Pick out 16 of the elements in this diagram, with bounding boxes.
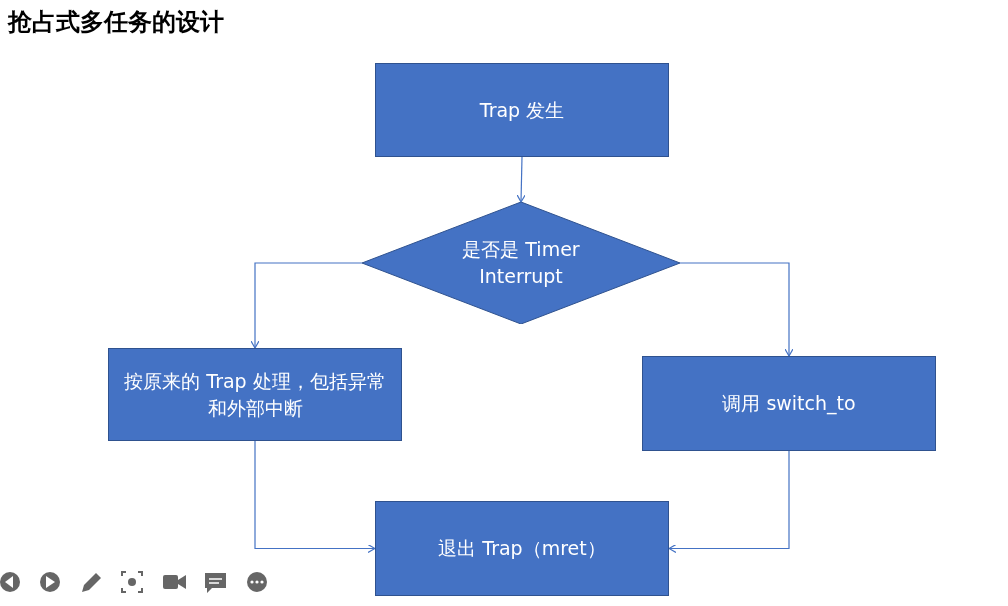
process-box (375, 63, 669, 157)
node-text: 按原来的 Trap 处理，包括异常和外部中断 (123, 368, 387, 421)
node-text: Trap 发生 (478, 97, 566, 123)
process-box (642, 356, 936, 451)
arrow (668, 450, 790, 554)
arrow (516, 156, 526, 203)
arrow (250, 262, 363, 349)
slide-title: 抢占式多任务的设计 (8, 7, 224, 38)
process-box (108, 348, 402, 441)
arrow (254, 440, 376, 554)
process-box (375, 501, 669, 596)
node-text: 调用 switch_to (721, 391, 857, 417)
node-text: 退出 Trap（mret） (437, 536, 607, 562)
decision-diamond (362, 202, 680, 324)
arrow (679, 262, 794, 357)
node-text: 是否是 Timer Interrupt (461, 237, 581, 289)
